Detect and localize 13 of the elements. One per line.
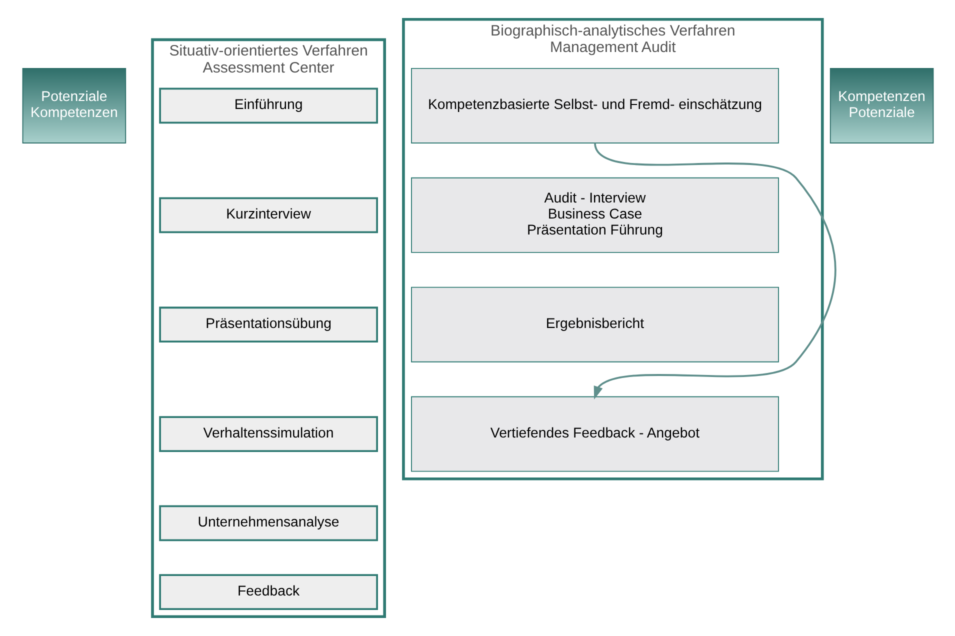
node-box: Kompetenzen Potenziale [829,68,934,144]
node-box: Vertiefendes Feedback - Angebot [410,396,778,472]
node-box: Potenziale Kompetenzen [22,68,126,144]
node-box: Präsentationsübung [158,306,378,343]
node-box: Feedback [158,574,378,610]
node-box: Ergebnisbericht [410,286,778,362]
node-box: Unternehmensanalyse [158,505,378,542]
node-box: Audit - Interview Business Case Präsentation Führung [410,177,778,253]
node-box: Verhaltenssimulation [158,416,378,452]
arrow [593,142,836,400]
node-box: Kompetenzbasierte Selbst- und Fremd- einschätzung [410,68,778,144]
node-box: Einführung [158,88,378,124]
node-box: Kurzinterview [158,197,378,234]
